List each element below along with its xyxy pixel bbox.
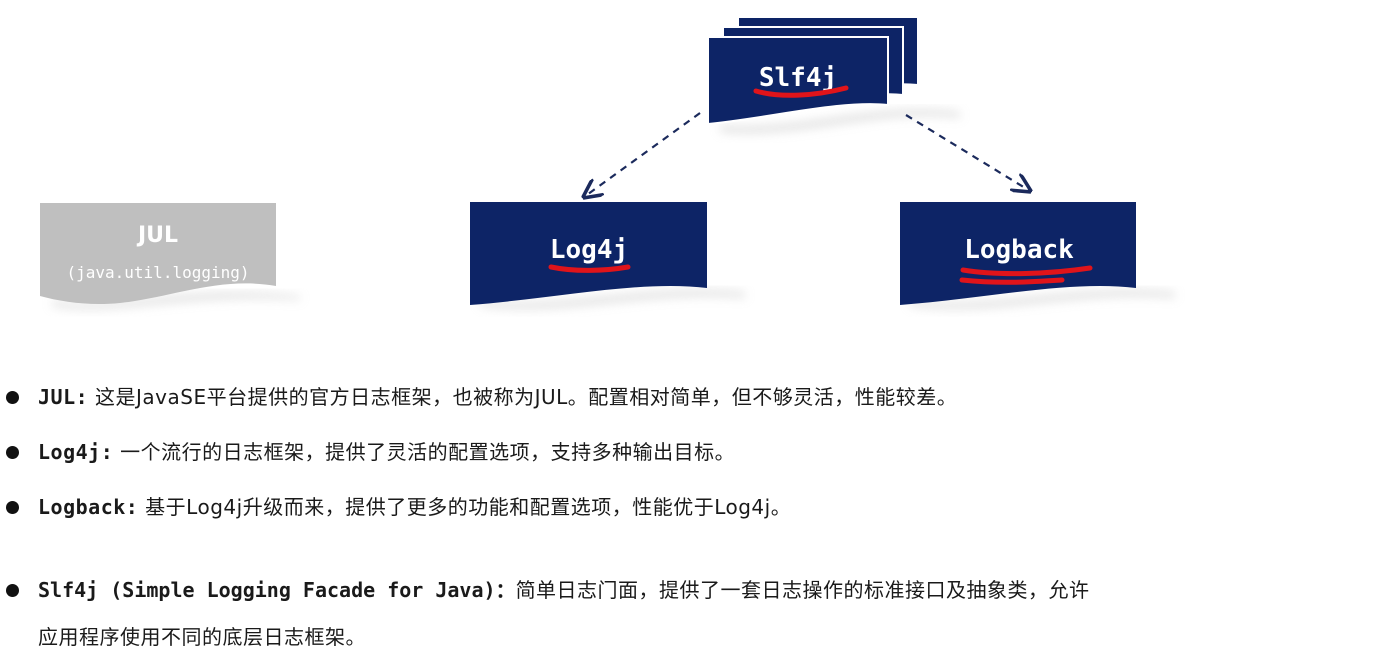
jul-title: JUL — [136, 223, 178, 248]
bullet-description: 一个流行的日志框架，提供了灵活的配置选项，支持多种输出目标。 — [113, 440, 736, 464]
jul-subtitle: (java.util.logging) — [66, 263, 249, 282]
slf4j-label: Slf4j — [759, 63, 837, 93]
bullet-dot — [6, 391, 19, 404]
log4j-underline — [548, 264, 631, 273]
bullet-term: Log4j: — [38, 440, 114, 464]
bullet-dot — [6, 501, 19, 514]
logback-node: Logback — [900, 202, 1175, 310]
log4j-node: Log4j — [470, 202, 745, 310]
logging-frameworks-diagram: JUL (java.util.logging) Slf4j Log4j Logb… — [40, 16, 1175, 310]
bullet-continuation: 应用程序使用不同的底层日志框架。 — [38, 625, 366, 649]
logback-label: Logback — [964, 235, 1074, 265]
arrow-slf4j-to-logback — [905, 114, 1030, 191]
slf4j-node: Slf4j — [707, 16, 960, 134]
arrow-slf4j-to-log4j — [584, 112, 701, 197]
logback-underline-1 — [960, 265, 1093, 277]
bullet-description: 基于Log4j升级而来，提供了更多的功能和配置选项，性能优于Log4j。 — [138, 495, 792, 519]
log4j-label: Log4j — [550, 235, 628, 265]
slf4j-underline — [753, 85, 849, 98]
bullet-description: 这是JavaSE平台提供的官方日志框架，也被称为JUL。配置相对简单，但不够灵活… — [88, 385, 958, 409]
bullet-dot — [6, 446, 19, 459]
bullet-term: Slf4j (Simple Logging Facade for Java)： — [38, 578, 516, 602]
bullet-dot — [6, 584, 19, 597]
bullet-term: JUL: — [38, 385, 89, 409]
logback-underline-2 — [959, 277, 1065, 285]
bullet-description: 简单日志门面，提供了一套日志操作的标准接口及抽象类，允许 — [515, 578, 1090, 602]
bullet-term: Logback: — [38, 495, 139, 519]
jul-node: JUL (java.util.logging) — [40, 203, 300, 310]
